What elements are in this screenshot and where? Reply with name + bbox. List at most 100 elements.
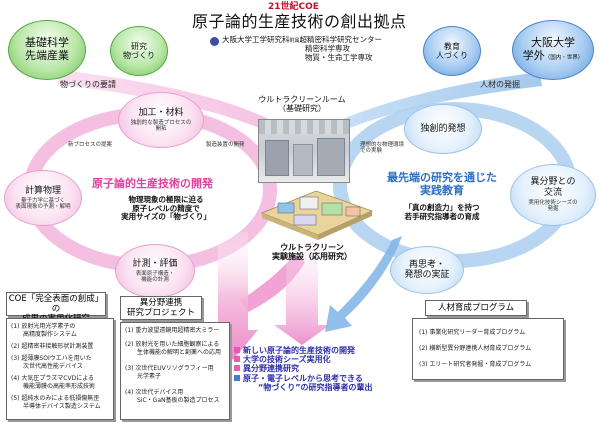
outcome-4-text: 原子・電子レベルから思考できる: [243, 373, 363, 383]
coe-item-4: (4) 大気圧プラズマCVDによる 機能薄膜の高能率形成技術: [11, 375, 95, 390]
computational-physics-sub-2: 表面現象の予測・解明: [15, 204, 71, 211]
inter-item-1-a: (1) 重力波望遠鏡用超精密大ミラー: [125, 327, 220, 334]
facility-title: ウルトラクリーン 実験施設（応用研究）: [262, 243, 362, 261]
photo-machine-2: [293, 144, 313, 176]
rethink-title-2: 発想の実証: [404, 270, 450, 280]
coe-panel: (1) 放射光用光学素子の 高精度製作システム (2) 超精密非接触形状計測装置…: [6, 318, 114, 420]
outcome-2-bullet: [234, 356, 240, 363]
rethink-title-1: 再思考・: [408, 259, 445, 270]
right-desc-1: 「真の創造力」を持つ: [404, 203, 480, 212]
basic-science-bubble: 基礎科学 先端産業: [8, 20, 86, 80]
arrow-down-right: [325, 236, 402, 332]
manufacturing-demand-caption: 物づくりの要請: [60, 80, 116, 89]
outcome-4-bullet: [234, 374, 240, 381]
coe-panel-title-1: COE「完全表面の創成」の: [8, 294, 104, 315]
inter-item-1: (1) 重力波望遠鏡用超精密大ミラー: [125, 327, 219, 335]
coe-item-1-b: 高精度製作システム: [23, 330, 77, 338]
inter-item-3-b: 光学素子: [137, 372, 162, 380]
inter-item-4-a: (4) 次世代デバイス用: [125, 389, 184, 396]
inter-panel-title-2: 研究プロジェクト: [126, 308, 195, 319]
outcome-2-text: 大学の技術シーズ実用化: [243, 355, 331, 365]
original-idea-title: 独創的発想: [420, 123, 466, 134]
facility-room-2: [299, 196, 319, 210]
clean-room-title-1: ウルトラクリーンルーム: [258, 95, 346, 104]
inter-item-3-a: (3) 次世代EUVリソグラフィー用: [125, 365, 214, 372]
clean-room-title-2: （基礎研究）: [278, 104, 326, 114]
right-headline-1: 最先端の研究を通じた: [387, 171, 497, 184]
hr-item-2: (2) 横断型異分野連携人材育成プログラム: [419, 345, 532, 352]
coe-item-2-a: (2) 超精密非接触形状計測装置: [11, 343, 94, 350]
outcome-2: 大学の技術シーズ実用化: [234, 355, 404, 364]
coe-item-3: (3) 超薄膜SOIウエハを用いた 次世代高性能デバイス: [11, 355, 92, 370]
inter-item-4: (4) 次世代デバイス用 SiC・GaN基板の製造プロセス: [125, 389, 219, 404]
outcome-5: “物づくり”の研究指導者の輩出: [258, 382, 373, 392]
coe-item-3-a: (3) 超薄膜SOIウエハを用いた: [11, 355, 92, 362]
coe-panel-title: COE「完全表面の創成」の 成果の実用化研究: [6, 292, 106, 324]
outcome-3-bullet: [234, 365, 240, 372]
measurement-title: 計測・評価: [132, 258, 178, 269]
inter-item-2-b: 生体機能の解明と創薬への応用: [137, 348, 222, 356]
osaka-univ-line-2-wrap: 学外（国内・世界）: [522, 49, 584, 63]
measurement-node: 計測・評価 表面原子構造・ 機能の計測: [115, 244, 195, 298]
osaka-univ-bubble: 大阪大学 学外（国内・世界）: [512, 20, 594, 80]
left-desc-3: 実用サイズの「物づくり」: [121, 212, 211, 222]
facility-wall-right: [318, 211, 372, 240]
outcomes-list: 新しい原子論的生産技術の開発 大学の技術シーズ実用化 異分野連携研究 原子・電子…: [234, 346, 404, 392]
coe-item-1: (1) 放射光用光学素子の 高精度製作システム: [11, 323, 77, 338]
facility-room-3: [321, 202, 343, 216]
left-description: 物理現象の極限に迫る 原子レベルの精度で 実用サイズの「物づくり」: [96, 195, 236, 222]
photo-ceiling: [259, 120, 349, 134]
inter-panel: (1) 重力波望遠鏡用超精密大ミラー (2) 放射光を用いた細胞観察による 生体…: [120, 322, 230, 420]
processing-materials-sub-1: 独創的な製造プロセスの: [130, 119, 192, 126]
outcome-1: 新しい原子論的生産技術の開発: [234, 346, 404, 355]
outcome-4: 原子・電子レベルから思考できる: [234, 374, 404, 383]
inter-item-2-a: (2) 放射光を用いた細胞観察による: [125, 341, 220, 348]
right-description: 「真の創造力」を持つ 若手研究指導者の育成: [382, 203, 502, 221]
processing-materials-sub-2: 開拓: [155, 126, 167, 133]
left-headline: 原子論的生産技術の開発: [92, 177, 213, 190]
education-line-1: 教育: [444, 41, 460, 51]
left-desc-2: 原子レベルの精度で: [132, 203, 200, 213]
talent-discovery-caption: 人材の発掘: [480, 80, 520, 89]
measurement-sub-1: 表面原子構造・: [135, 270, 175, 277]
research-bubble: 研究 物づくり: [110, 26, 168, 76]
new-process-label: 新プロセスの提案: [68, 142, 113, 148]
interdisciplinary-sub-1: 実用化技術シーズの: [528, 200, 578, 207]
clean-room-title: ウルトラクリーンルーム （基礎研究）: [252, 95, 352, 113]
coe-item-1-a: (1) 放射光用光学素子の: [11, 323, 76, 330]
org-line-2: 精密科学専攻: [305, 44, 350, 53]
org-small: 附属: [289, 38, 300, 44]
coe-item-2: (2) 超精密非接触形状計測装置: [11, 343, 93, 351]
education-bubble: 教育 人づくり: [423, 26, 481, 76]
osaka-univ-sub: （国内・世界）: [544, 55, 584, 61]
coe-item-5-b: 半導体デバイス製造システム: [23, 402, 101, 410]
computational-physics-node: 計算物理 量子力学に基づく 表面現象の予測・解明: [4, 170, 82, 226]
outcome-3-text: 異分野連携研究: [243, 364, 299, 374]
measurement-sub-2: 機能の計測: [141, 277, 169, 284]
computational-physics-sub-1: 量子力学に基づく: [20, 197, 65, 204]
org-line-1-a: 大阪大学工学研究科: [222, 35, 290, 44]
org-line-1: 大阪大学工学研究科附属超精密科学研究センター: [222, 35, 383, 45]
coe-item-5-a: (5) 超純水のみによる低損傷無歪: [11, 395, 100, 402]
basic-science-line-2: 先端産業: [25, 49, 69, 62]
interdisciplinary-sub-2: 発掘: [547, 206, 559, 213]
outcome-1-bullet: [234, 347, 240, 353]
basic-science-line-1: 基礎科学: [25, 36, 69, 50]
facility-room-5: [293, 214, 317, 226]
hr-item-3: (3) エリート研究者発掘・育成プログラム: [419, 361, 532, 368]
facility-room-4: [345, 206, 361, 217]
swoosh-left-top: [58, 70, 290, 140]
interdisciplinary-title-1: 異分野との: [530, 177, 576, 188]
inter-item-2: (2) 放射光を用いた細胞観察による 生体機能の解明と創薬への応用: [125, 341, 221, 356]
interdisciplinary-title-2: 交流: [543, 187, 562, 198]
facility-illustration: [260, 190, 374, 240]
osaka-univ-line-2: 学外: [522, 49, 545, 62]
org-line-1-b: 超精密科学研究センター: [299, 35, 383, 44]
rethink-node: 再思考・ 発想の実証: [390, 246, 464, 294]
facility-room-1: [277, 202, 295, 214]
swoosh-right-top: [318, 72, 542, 140]
left-desc-1: 物理現象の極限に迫る: [128, 195, 204, 204]
equipment-dev-label: 製造装置の開発: [206, 142, 245, 148]
right-headline: 最先端の研究を通じた 実践教育: [372, 171, 512, 197]
facility-title-1: ウルトラクリーン: [280, 243, 344, 252]
